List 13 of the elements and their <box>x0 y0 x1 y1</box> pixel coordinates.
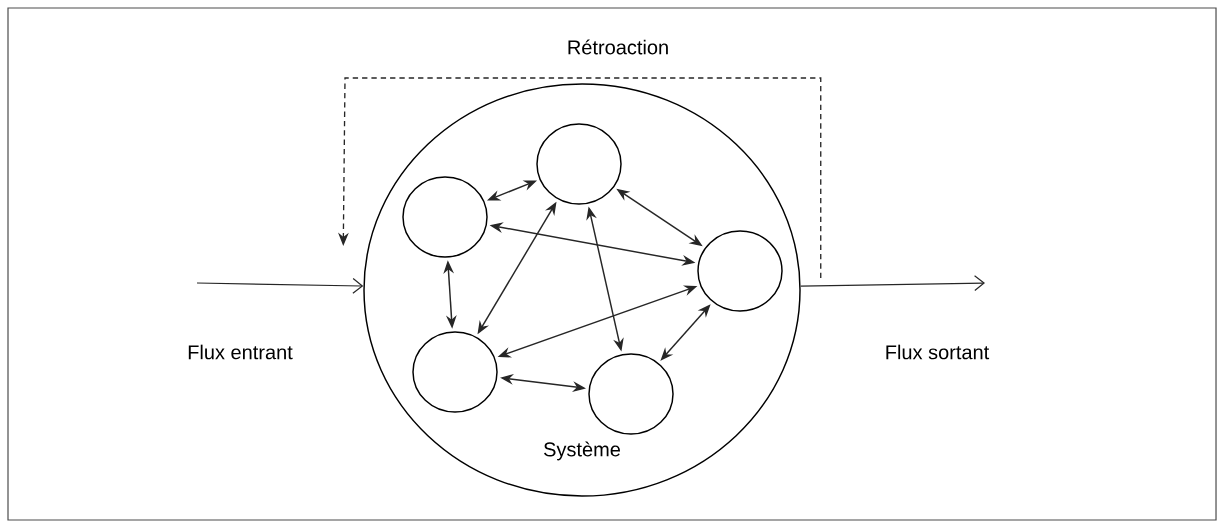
feedback-arrow <box>338 77 822 279</box>
element-circle <box>588 353 674 435</box>
element-circle <box>412 331 498 413</box>
edge-label: Flux entrant <box>188 344 293 360</box>
edge-label: Rétroaction <box>568 39 668 55</box>
element-circle <box>536 123 622 205</box>
arrow <box>800 275 985 292</box>
arrow <box>196 277 364 294</box>
node-label: Système <box>544 441 620 461</box>
element-circle <box>697 230 783 312</box>
edge-label: Flux sortant <box>886 344 990 360</box>
arrow <box>660 304 711 361</box>
element-circle <box>402 176 488 258</box>
